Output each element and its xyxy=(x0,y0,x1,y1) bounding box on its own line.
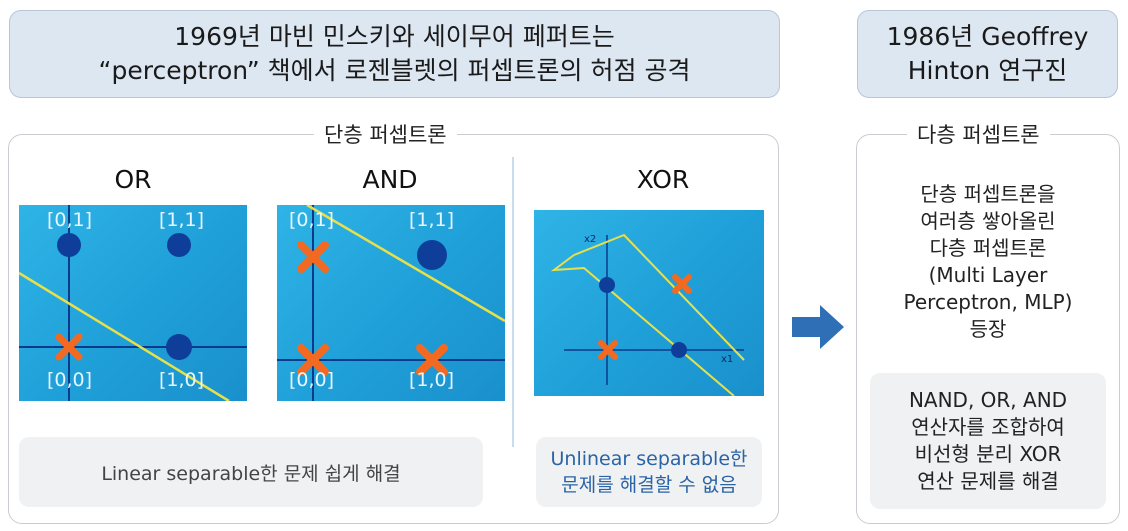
plot-or-coord-11: [1,1] xyxy=(159,209,205,231)
plot-xor: x2 x1 xyxy=(534,210,764,396)
plot-and-coord-00: [0,0] xyxy=(289,369,335,391)
plot-or-point-00 xyxy=(55,333,83,361)
plot-and-coord-01: [0,1] xyxy=(289,209,335,231)
single-layer-title: 단층 퍼셉트론 xyxy=(314,119,457,149)
plot-xor-axis-label-x: x1 xyxy=(721,354,733,365)
mlp-desc-line3: 다층 퍼셉트론 xyxy=(929,236,1047,260)
plot-xor-boundary-upper xyxy=(550,254,735,396)
plot-and-point-11 xyxy=(417,240,447,270)
plot-and-coord-11: [1,1] xyxy=(409,209,455,231)
mlp-note-line4: 연산 문제를 해결 xyxy=(917,469,1059,493)
plot-and-point-01 xyxy=(297,241,329,273)
plot-and-coord-10: [1,0] xyxy=(409,369,455,391)
plot-and-point-00 xyxy=(297,344,329,376)
plot-xor-point-11 xyxy=(672,274,692,294)
plot-and: [0,1] [1,1] [0,0] [1,0] xyxy=(277,205,505,401)
plot-xor-point-00 xyxy=(598,340,618,360)
mlp-desc-line2: 여러층 쌓아올린 xyxy=(920,209,1056,233)
multi-layer-title: 다층 퍼셉트론 xyxy=(907,119,1050,149)
plot-or-point-01 xyxy=(57,233,81,257)
plot-label-or: OR xyxy=(114,165,152,194)
header-right: 1986년 Geoffrey Hinton 연구진 xyxy=(857,10,1118,98)
plot-or-point-11 xyxy=(167,233,191,257)
multi-layer-description: 단층 퍼셉트론을 여러층 쌓아올린 다층 퍼셉트론 (Multi Layer P… xyxy=(868,181,1108,343)
single-layer-panel: 단층 퍼셉트론 OR [0,1] [1,1] [0,0] [1,0] AND xyxy=(8,119,779,524)
plot-label-xor: XOR xyxy=(636,165,690,194)
mlp-note: NAND, OR, AND 연산자를 조합하여 비선형 분리 XOR 연산 문제… xyxy=(870,373,1106,509)
note-unlinear-line1: Unlinear separable한 xyxy=(550,448,748,470)
mlp-note-line3: 비선형 분리 XOR xyxy=(914,442,1062,466)
plot-and-boundary-line xyxy=(306,205,505,323)
arrow-right-icon xyxy=(792,305,844,349)
note-unlinear: Unlinear separable한 문제를 해결할 수 없음 xyxy=(536,437,762,507)
mlp-desc-line4: (Multi Layer xyxy=(928,263,1048,287)
plot-xor-axis-label-y: x2 xyxy=(584,234,596,245)
plot-or-coord-01: [0,1] xyxy=(47,209,93,231)
mlp-desc-line1: 단층 퍼셉트론을 xyxy=(920,182,1056,206)
note-linear: Linear separable한 문제 쉽게 해결 xyxy=(19,437,483,507)
mlp-desc-line5: Perceptron, MLP) xyxy=(903,290,1073,314)
plot-label-and: AND xyxy=(362,165,418,194)
plot-xor-svg: x2 x1 xyxy=(550,233,745,396)
plot-or-coord-00: [0,0] xyxy=(47,369,93,391)
plot-xor-boundary-lower xyxy=(573,233,745,361)
plot-or-point-10 xyxy=(166,334,192,360)
header-right-line1: 1986년 Geoffrey xyxy=(886,22,1089,51)
header-right-line2: Hinton 연구진 xyxy=(907,56,1068,85)
header-left: 1969년 마빈 민스키와 세이무어 페퍼트는 “perceptron” 책에서… xyxy=(9,10,780,98)
plot-or: [0,1] [1,1] [0,0] [1,0] xyxy=(19,205,247,401)
plot-xor-point-01 xyxy=(599,277,615,293)
plot-and-svg xyxy=(277,205,505,401)
note-linear-text: Linear separable한 문제 쉽게 해결 xyxy=(101,462,401,485)
mlp-desc-line6: 등장 xyxy=(969,317,1007,341)
plot-or-boundary-line xyxy=(19,271,230,401)
plot-xor-point-10 xyxy=(671,342,687,358)
header-left-line2: “perceptron” 책에서 로젠블렛의 퍼셉트론의 허점 공격 xyxy=(98,56,691,85)
multi-layer-panel: 다층 퍼셉트론 단층 퍼셉트론을 여러층 쌓아올린 다층 퍼셉트론 (Multi… xyxy=(856,119,1120,524)
mlp-note-line1: NAND, OR, AND xyxy=(908,388,1068,412)
header-left-line1: 1969년 마빈 민스키와 세이무어 페퍼트는 xyxy=(174,22,615,51)
note-unlinear-line2: 문제를 해결할 수 없음 xyxy=(561,474,737,496)
plot-or-coord-10: [1,0] xyxy=(159,369,205,391)
mlp-note-line2: 연산자를 조합하여 xyxy=(911,415,1065,439)
plot-and-point-10 xyxy=(416,344,448,376)
plot-or-svg xyxy=(19,205,247,401)
panel-divider xyxy=(512,157,514,447)
